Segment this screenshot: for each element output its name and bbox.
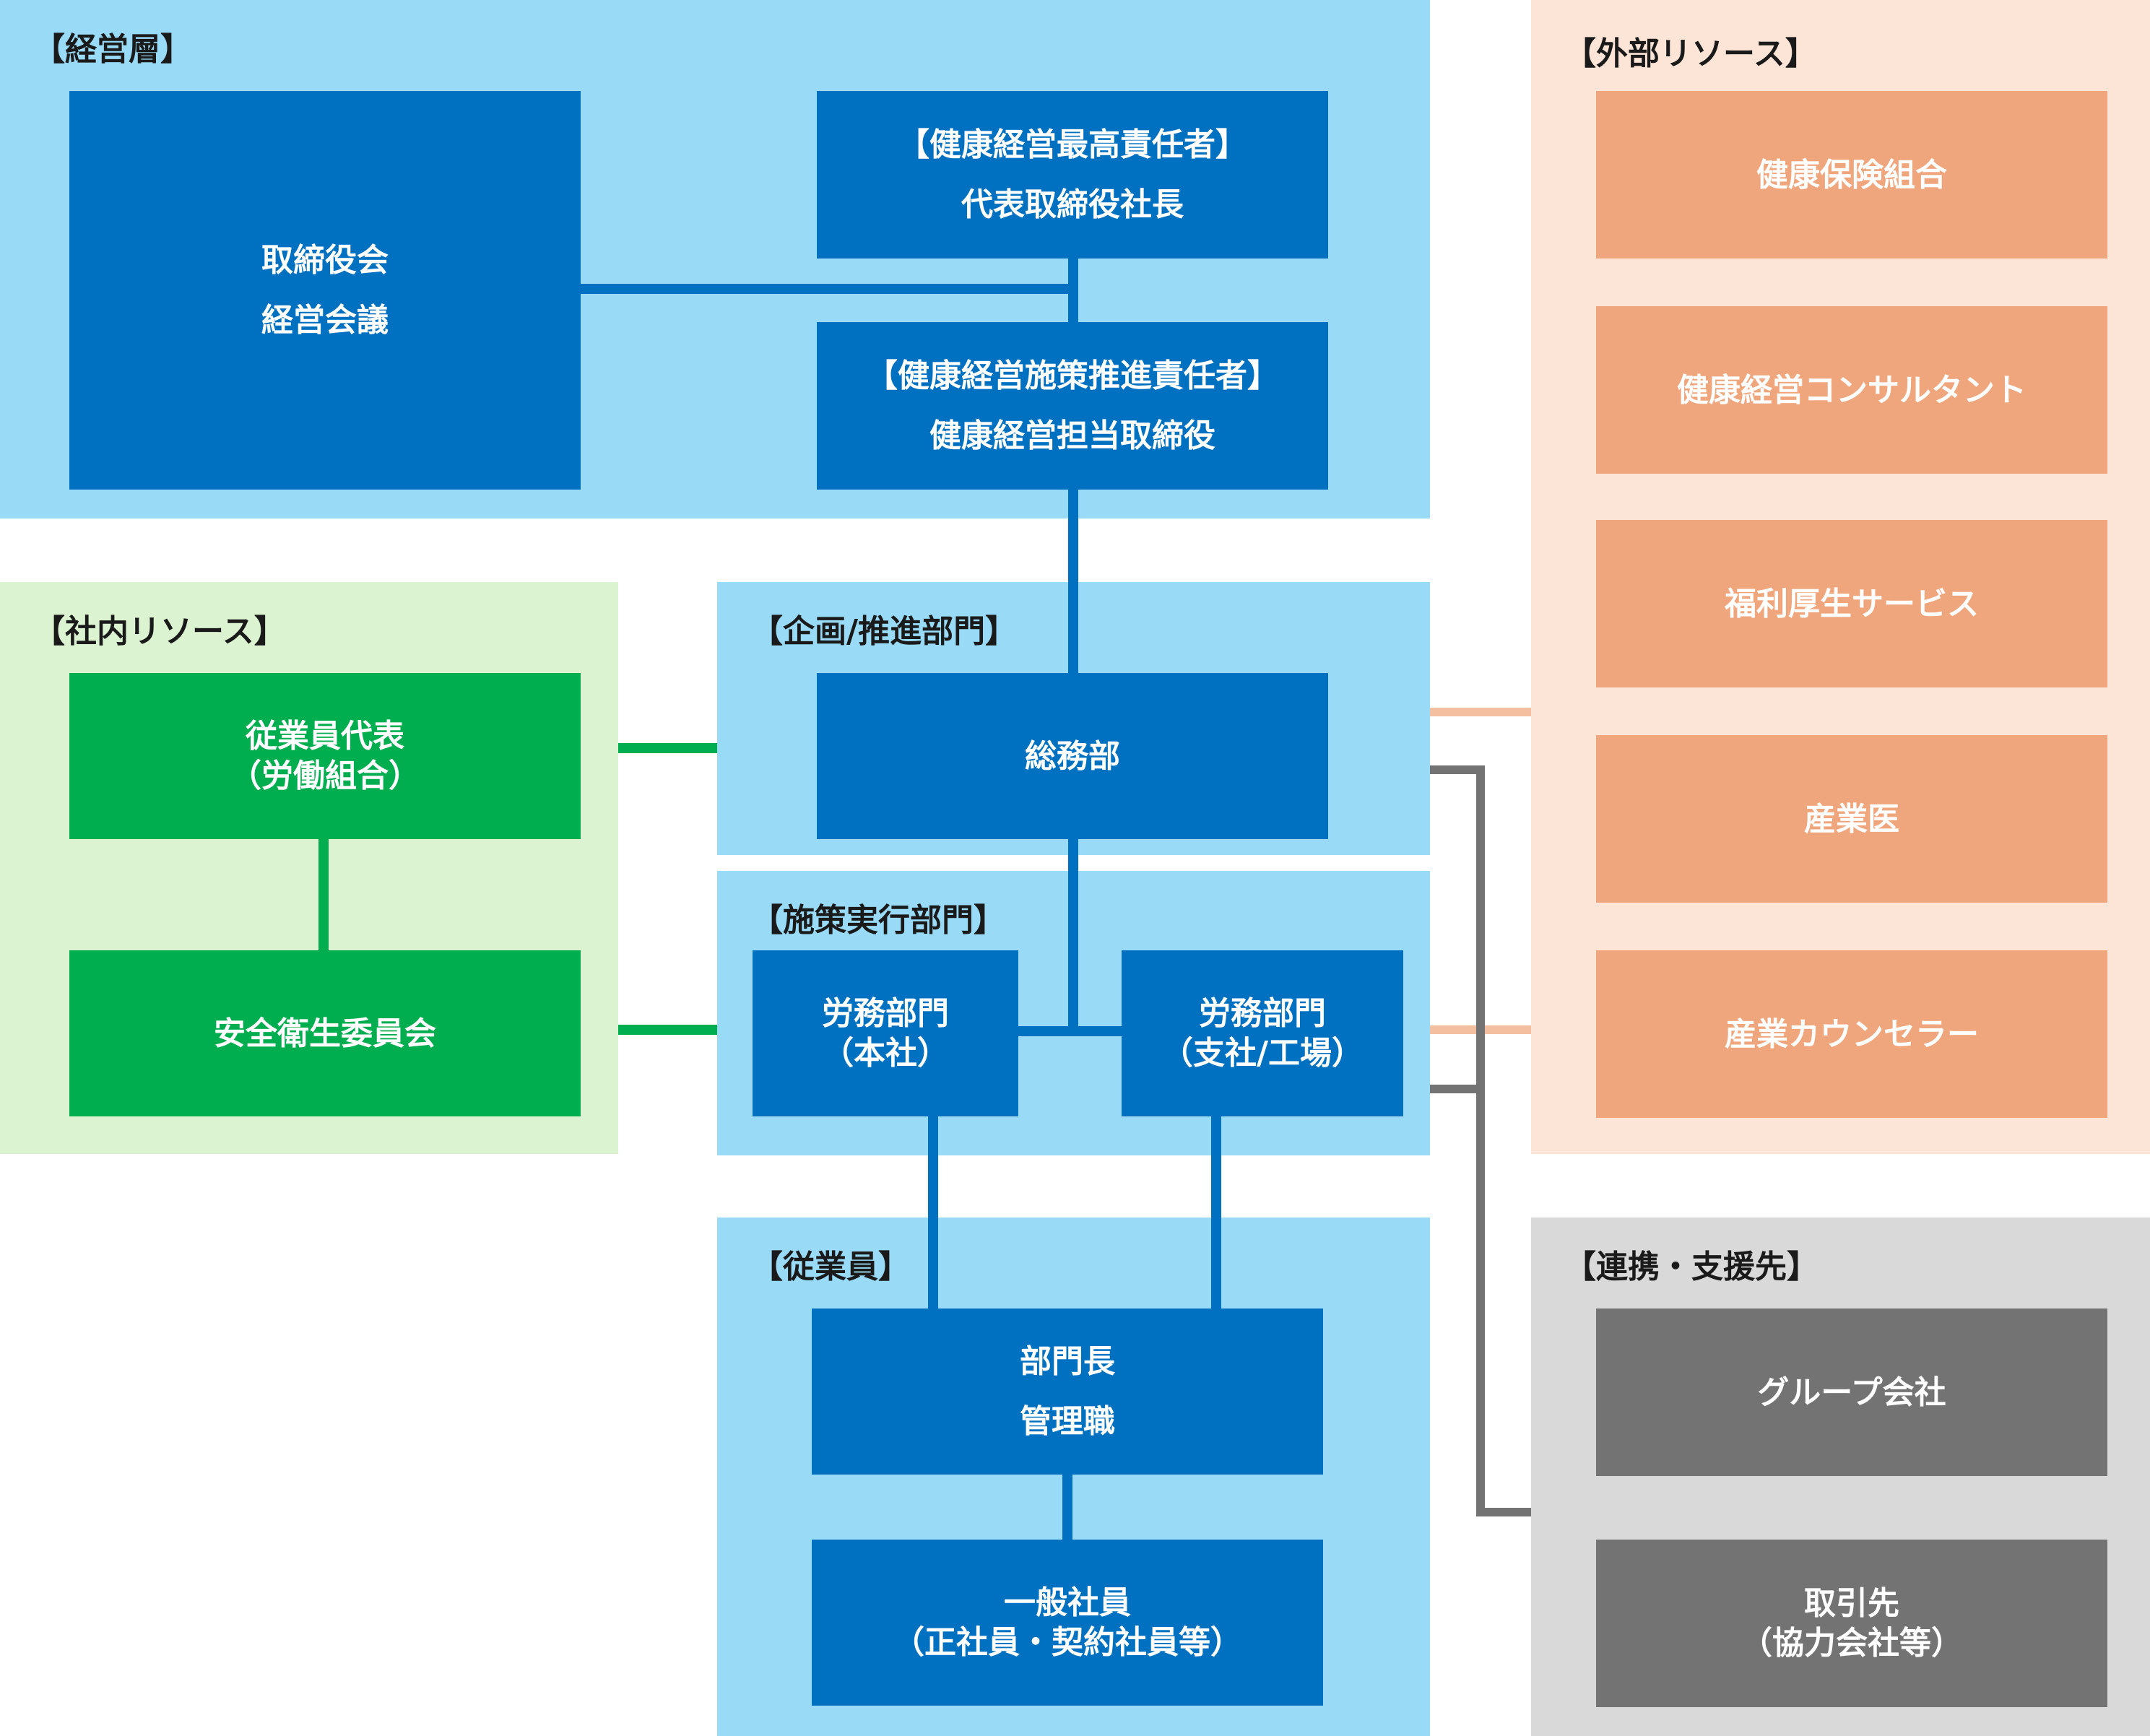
panel-title-management: 【経営層】 xyxy=(33,31,192,68)
panel-title-external: 【外部リソース】 xyxy=(1564,35,1817,72)
employee-rep-line2: （労働組合） xyxy=(230,758,420,794)
employee-rep-line1: 従業員代表 xyxy=(246,718,404,755)
ceo-line2: 代表取締役社長 xyxy=(961,186,1184,223)
safety-committee-box: 安全衛生委員会 xyxy=(69,950,581,1116)
labor-hq-line2: （本社） xyxy=(822,1035,949,1072)
counselor-box: 産業カウンセラー xyxy=(1596,950,2107,1118)
group-companies-box: グループ会社 xyxy=(1596,1308,2107,1476)
doctor-box: 産業医 xyxy=(1596,735,2107,903)
business-partners-line1: 取引先 xyxy=(1804,1585,1899,1622)
counselor-line1: 産業カウンセラー xyxy=(1725,1015,1979,1053)
board-box: 取締役会 経営会議 xyxy=(69,91,581,490)
managers-box: 部門長 管理職 xyxy=(812,1308,1323,1475)
labor-hq-line1: 労務部門 xyxy=(822,995,949,1032)
general-affairs-line1: 総務部 xyxy=(1025,737,1120,775)
panel-title-execution: 【施策実行部門】 xyxy=(751,902,1005,939)
labor-branch-box: 労務部門 （支社/工場） xyxy=(1122,950,1403,1116)
labor-hq-box: 労務部門 （本社） xyxy=(753,950,1018,1116)
business-partners-line2: （協力会社等） xyxy=(1741,1625,1963,1662)
promoter-line1: 【健康経営施策推進責任者】 xyxy=(866,357,1279,394)
welfare-line1: 福利厚生サービス xyxy=(1725,585,1979,622)
group-companies-line1: グループ会社 xyxy=(1757,1373,1946,1411)
general-affairs-box: 総務部 xyxy=(817,673,1328,839)
business-partners-box: 取引先 （協力会社等） xyxy=(1596,1540,2107,1707)
managers-line1: 部門長 xyxy=(1020,1343,1115,1380)
safety-committee-line1: 安全衛生委員会 xyxy=(214,1015,436,1052)
board-line1: 取締役会 xyxy=(261,242,389,279)
labor-branch-line2: （支社/工場） xyxy=(1161,1035,1364,1072)
line-gray-to-partners xyxy=(1430,765,1531,1516)
consultant-box: 健康経営コンサルタント xyxy=(1596,306,2107,474)
promoter-line2: 健康経営担当取締役 xyxy=(929,417,1215,454)
panel-title-internal: 【社内リソース】 xyxy=(33,613,286,650)
panel-title-employees: 【従業員】 xyxy=(751,1249,910,1285)
consultant-line1: 健康経営コンサルタント xyxy=(1677,371,2027,409)
ceo-box: 【健康経営最高責任者】 代表取締役社長 xyxy=(817,91,1328,259)
promoter-box: 【健康経営施策推進責任者】 健康経営担当取締役 xyxy=(817,322,1328,490)
labor-branch-line1: 労務部門 xyxy=(1199,995,1326,1032)
employee-rep-box: 従業員代表 （労働組合） xyxy=(69,673,581,839)
panel-title-planning: 【企画/推進部門】 xyxy=(751,613,1018,650)
doctor-line1: 産業医 xyxy=(1804,800,1899,838)
panel-title-partners: 【連携・支援先】 xyxy=(1564,1249,1819,1285)
general-staff-line2: （正社員・契約社員等） xyxy=(893,1624,1242,1661)
health-insurance-box: 健康保険組合 xyxy=(1596,91,2107,259)
general-staff-line1: 一般社員 xyxy=(1004,1584,1131,1621)
managers-line2: 管理職 xyxy=(1020,1403,1115,1440)
welfare-box: 福利厚生サービス xyxy=(1596,520,2107,687)
board-line2: 経営会議 xyxy=(261,302,389,339)
ceo-line1: 【健康経営最高責任者】 xyxy=(898,126,1247,163)
general-staff-box: 一般社員 （正社員・契約社員等） xyxy=(812,1540,1323,1706)
health-insurance-line1: 健康保険組合 xyxy=(1756,156,1947,194)
